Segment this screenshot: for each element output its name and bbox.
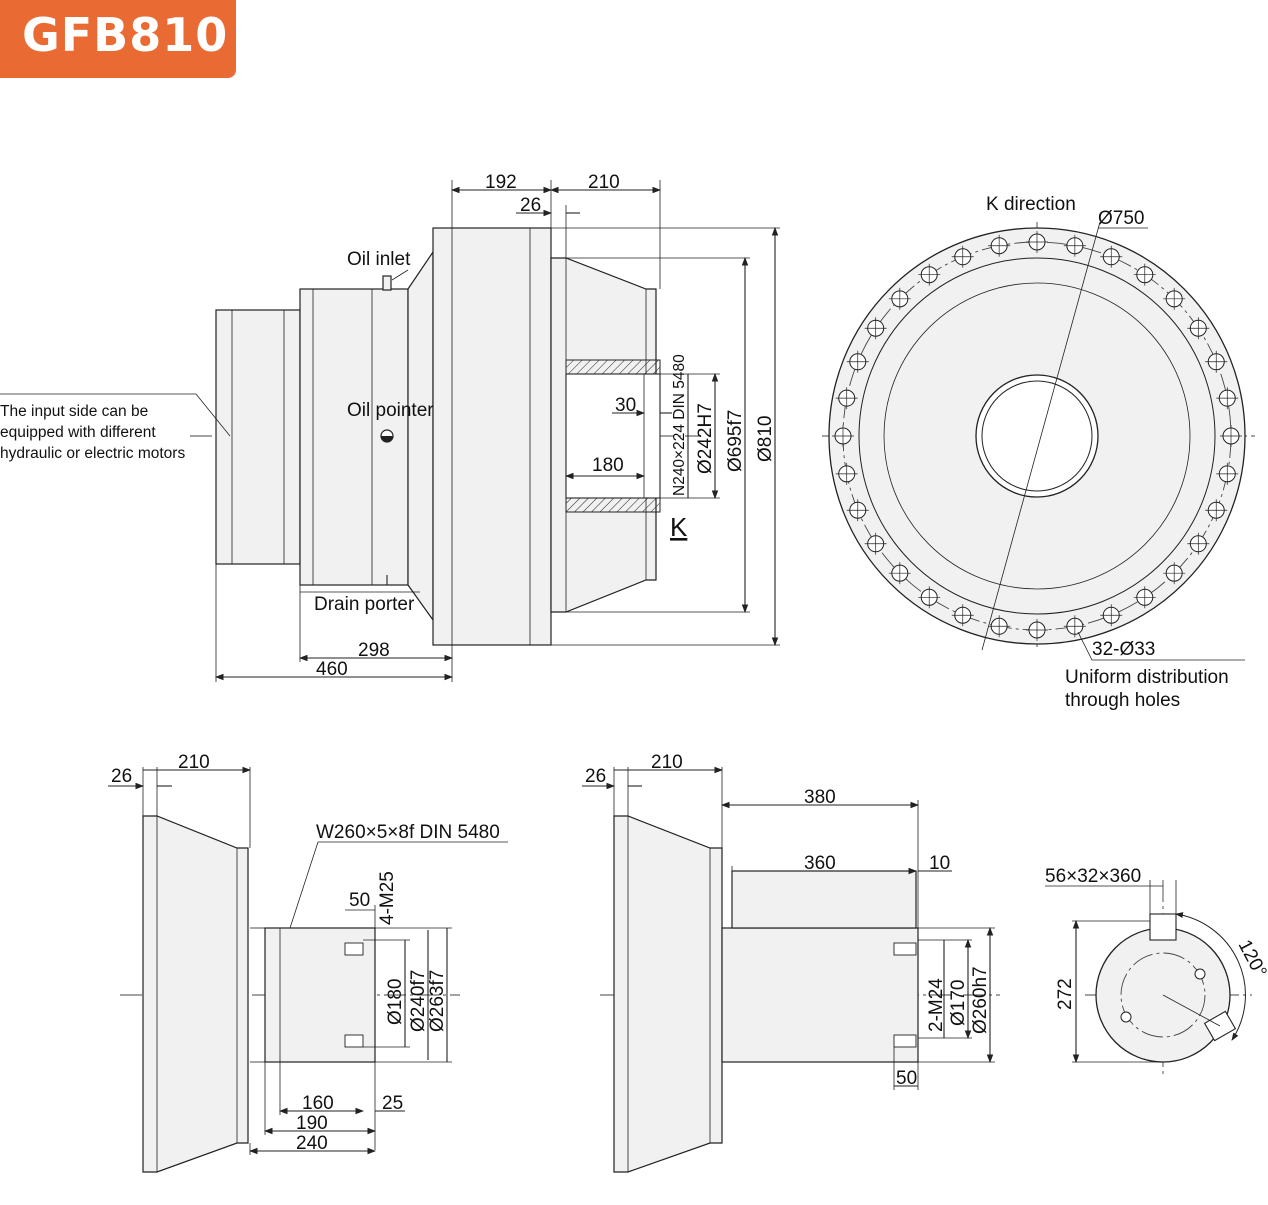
spline-spec-w260: W260×5×8f DIN 5480 bbox=[316, 822, 500, 843]
spline-dim-240: 240 bbox=[296, 1133, 328, 1154]
bolt-holes bbox=[832, 231, 1242, 641]
key-section-view: 120° 272 56×32×360 bbox=[1045, 866, 1268, 1078]
spline-dia263: Ø263f7 bbox=[427, 970, 448, 1032]
dim-spline-n240: N240×224 DIN 5480 bbox=[671, 354, 688, 496]
dim-dia242: Ø242H7 bbox=[695, 403, 716, 474]
key-dim-50: 50 bbox=[896, 1068, 917, 1089]
key-dim-26: 26 bbox=[585, 766, 606, 787]
key-thread-2-m24: 2-M24 bbox=[926, 978, 947, 1032]
input-note-line2: equipped with different bbox=[0, 424, 156, 441]
key-dim-380: 380 bbox=[804, 787, 836, 808]
k-direction-label: K direction bbox=[986, 194, 1076, 215]
key-dia260: Ø260h7 bbox=[970, 966, 991, 1034]
key-size-56x32x360: 56×32×360 bbox=[1045, 866, 1141, 887]
spline-dim-25: 25 bbox=[382, 1093, 403, 1114]
key-section-dim-272: 272 bbox=[1055, 978, 1076, 1010]
spline-dia180: Ø180 bbox=[385, 979, 406, 1025]
spline-shaft-view: 210 26 W260×5×8f DIN 5480 50 4-M25 Ø180 … bbox=[108, 752, 508, 1173]
oil-pointer-label: Oil pointer bbox=[347, 400, 434, 421]
model-title: GFB810 bbox=[22, 8, 229, 62]
dim-180: 180 bbox=[592, 455, 624, 476]
title-badge: GFB810 bbox=[0, 0, 236, 78]
dim-26: 26 bbox=[520, 195, 541, 216]
holes-note-line2: through holes bbox=[1065, 690, 1180, 711]
oil-inlet-label: Oil inlet bbox=[347, 249, 411, 270]
k-view-marker: K bbox=[670, 512, 688, 542]
spline-dim-26: 26 bbox=[111, 766, 132, 787]
spline-dim-50: 50 bbox=[349, 890, 370, 911]
input-note-line1: The input side can be bbox=[0, 403, 148, 420]
key-angle-120: 120° bbox=[1234, 936, 1268, 981]
key-dim-210: 210 bbox=[651, 752, 683, 773]
drain-porter-label: Drain porter bbox=[314, 594, 415, 615]
dim-210: 210 bbox=[588, 172, 620, 193]
dim-460: 460 bbox=[316, 659, 348, 680]
key-dim-360: 360 bbox=[804, 853, 836, 874]
holes-spec: 32-Ø33 bbox=[1092, 639, 1155, 660]
dim-298: 298 bbox=[358, 640, 390, 661]
key-dim-10: 10 bbox=[929, 853, 950, 874]
spline-dim-190: 190 bbox=[296, 1113, 328, 1134]
dim-192: 192 bbox=[485, 172, 517, 193]
spline-dim-160: 160 bbox=[302, 1093, 334, 1114]
holes-note-line1: Uniform distribution bbox=[1065, 667, 1229, 688]
key-shaft-view: 210 26 380 360 10 2-M24 Ø170 Ø260h7 50 bbox=[582, 752, 1000, 1173]
key-dia170: Ø170 bbox=[948, 980, 969, 1026]
spline-thread-4-m25: 4-M25 bbox=[377, 871, 398, 925]
main-side-view: 192 210 26 Ø810 Ø695f7 Ø242H7 N240×224 D… bbox=[0, 172, 780, 682]
input-note-line3: hydraulic or electric motors bbox=[0, 445, 185, 462]
dim-dia750: Ø750 bbox=[1098, 208, 1144, 229]
spline-dia240: Ø240f7 bbox=[408, 970, 429, 1032]
dim-dia810: Ø810 bbox=[755, 416, 776, 462]
k-direction-view: K direction Ø750 32-Ø33 Uniform distribu… bbox=[822, 194, 1255, 711]
dim-30: 30 bbox=[615, 395, 636, 416]
spline-dim-210: 210 bbox=[178, 752, 210, 773]
dim-dia695: Ø695f7 bbox=[725, 410, 746, 472]
